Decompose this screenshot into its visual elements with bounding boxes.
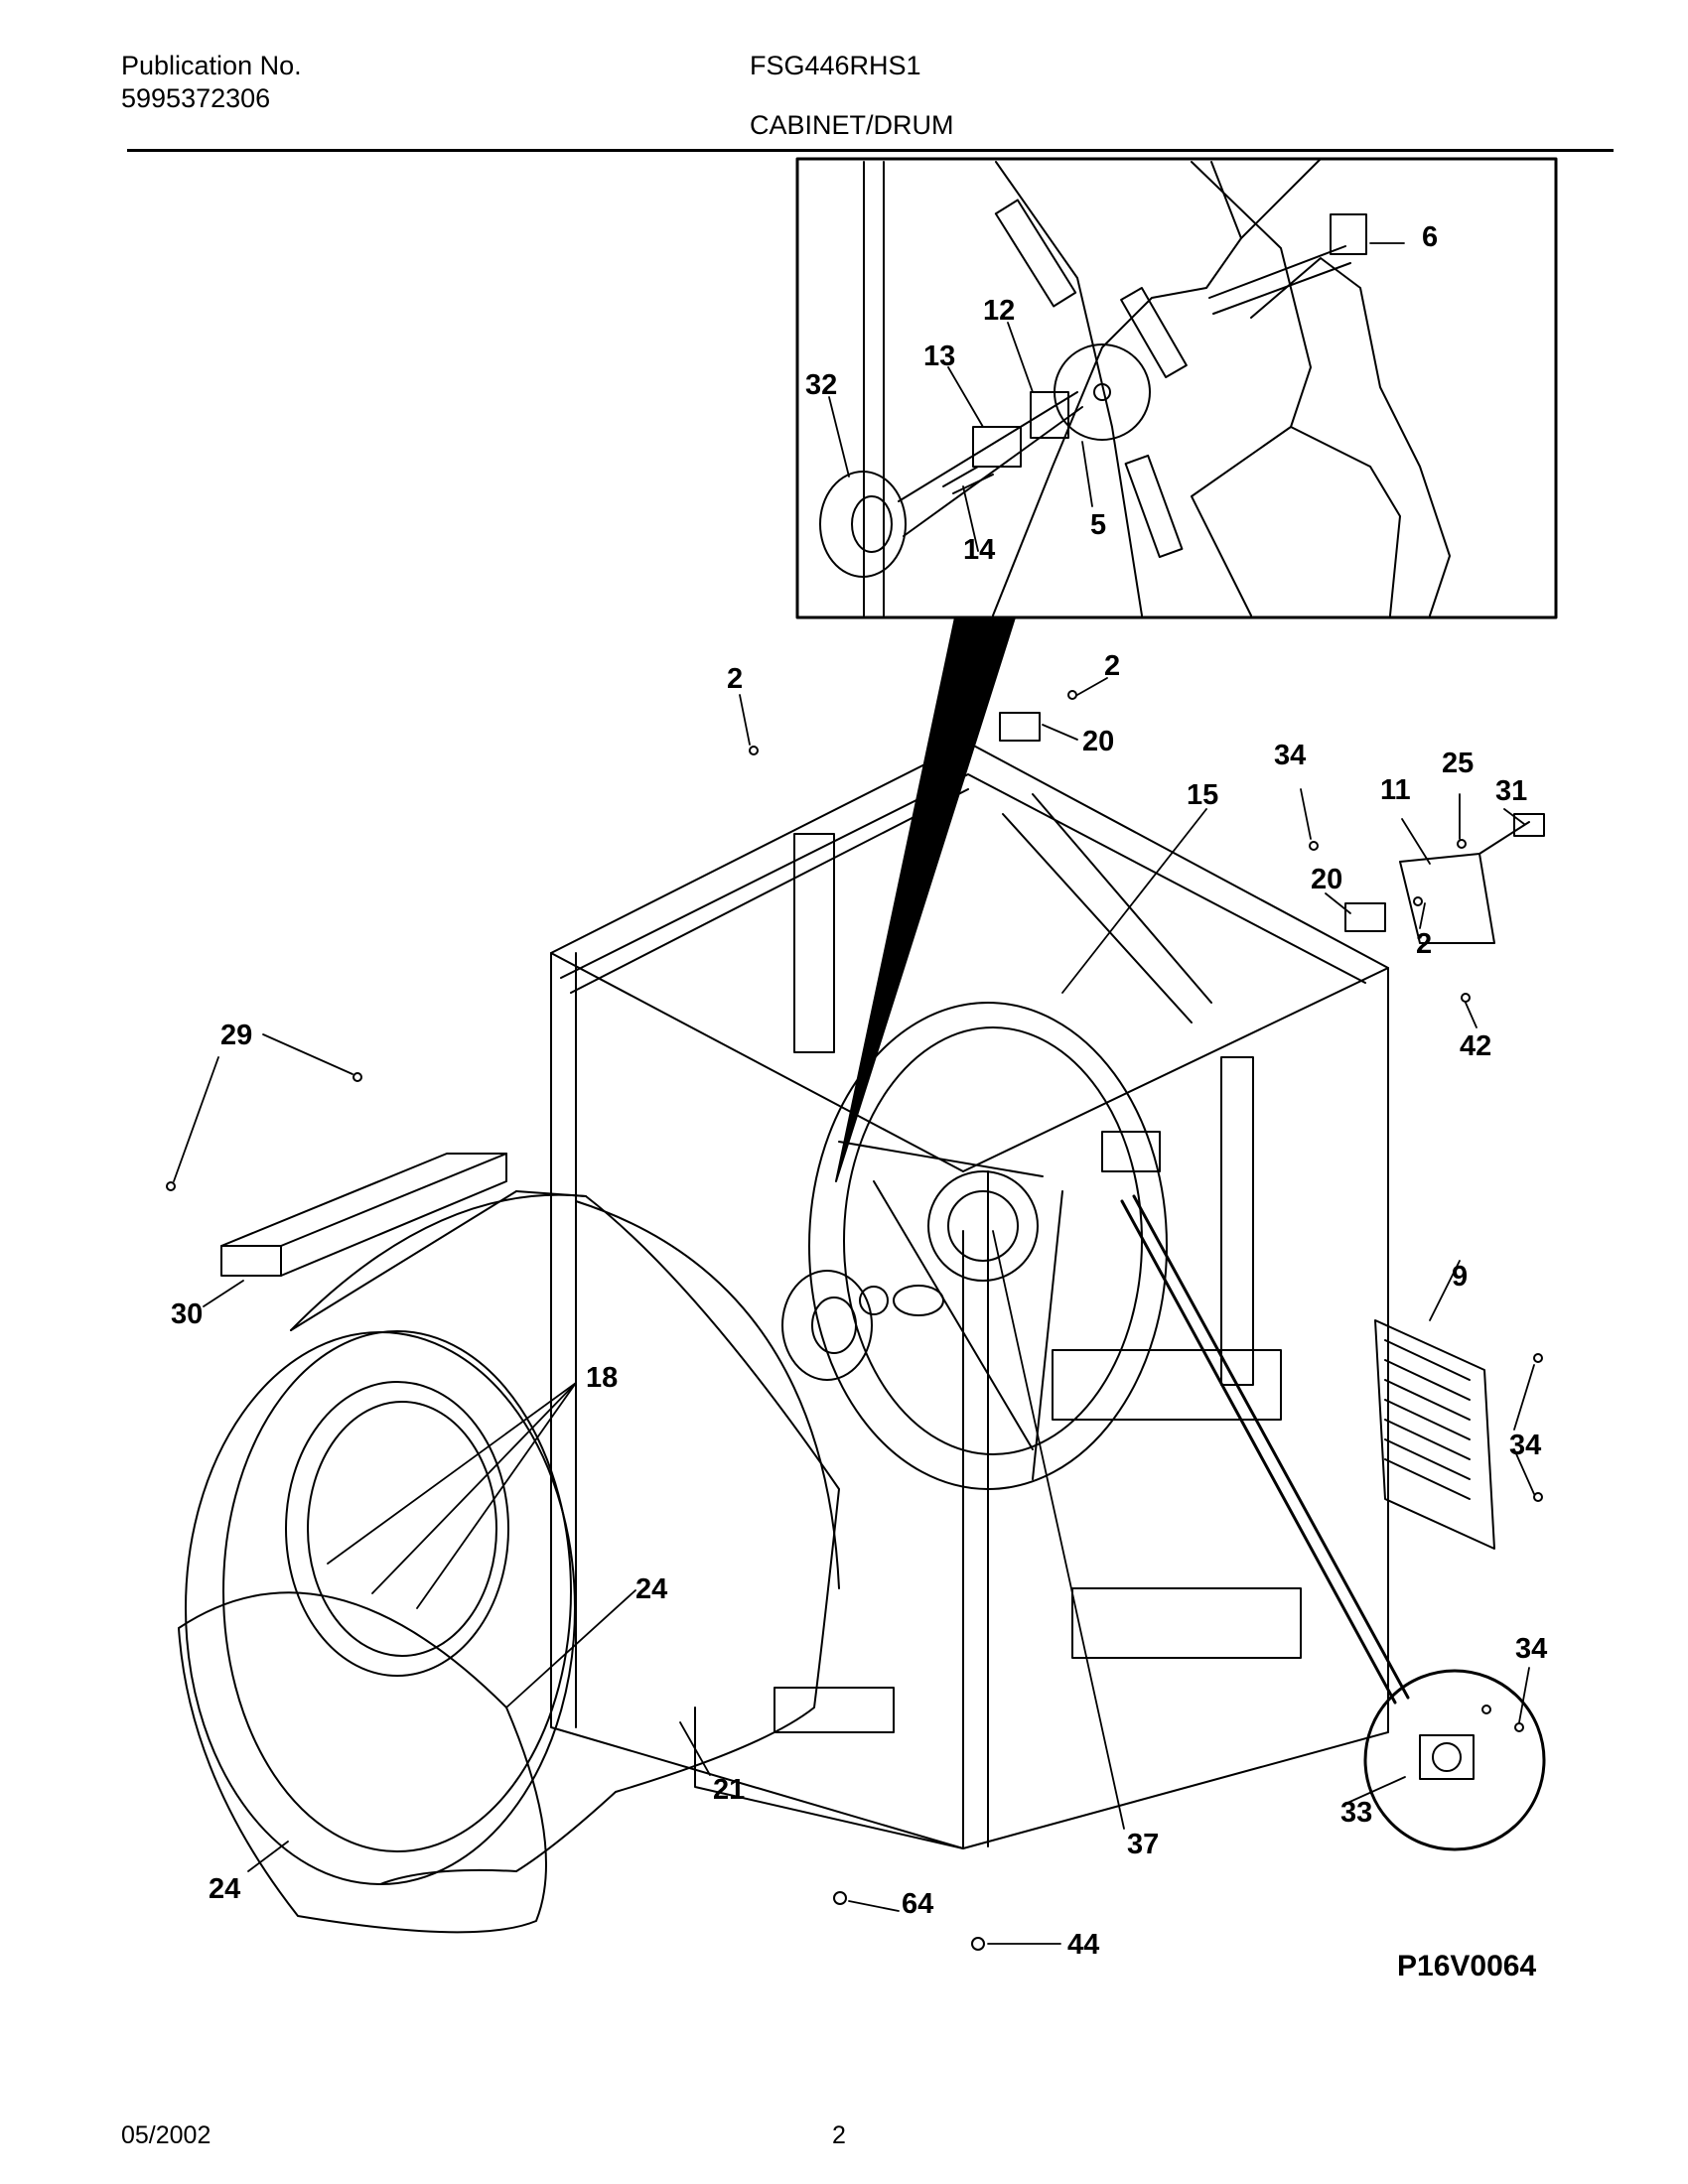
callout-12: 12 [983,295,1015,327]
thermostat-bracket [1399,813,1545,944]
callout-18: 18 [586,1362,618,1394]
leader-lines [173,242,1535,1945]
hinge-bracket-top [999,712,1041,742]
publication-label: Publication No. [121,51,302,80]
callout-11: 11 [1380,774,1411,806]
callout-9: 9 [1452,1261,1468,1293]
callout-2-right: 2 [1416,928,1432,960]
callout-6: 6 [1422,221,1438,253]
rear-bearing [781,1270,889,1381]
callout-32: 32 [805,369,837,401]
inset-detail [795,157,1558,619]
access-panel [1374,1319,1495,1550]
section-title: CABINET/DRUM [750,110,954,140]
hinge-bracket-right [1344,902,1386,932]
rear-bulkhead [808,1002,1168,1490]
callout-34-panel: 34 [1509,1430,1541,1461]
callout-64: 64 [902,1888,933,1920]
screws [166,690,1543,1951]
detail-circle [1120,1194,1546,1851]
callout-37: 37 [1127,1829,1159,1860]
callout-44: 44 [1067,1929,1099,1961]
callout-33: 33 [1340,1797,1372,1829]
callout-2-top: 2 [1104,650,1120,682]
callout-20-top: 20 [1082,726,1114,757]
header-rule [127,149,1614,152]
model-number: FSG446RHS1 [750,51,921,80]
callout-21: 21 [713,1774,745,1806]
callout-34-top: 34 [1274,740,1306,771]
callout-14: 14 [963,534,995,566]
callout-15: 15 [1187,779,1218,811]
diagram-reference: P16V0064 [1397,1950,1536,1982]
callout-20-right: 20 [1311,864,1342,895]
callout-31: 31 [1495,775,1527,807]
callout-25: 25 [1442,748,1474,779]
callouts: 6 12 13 32 5 14 2 2 20 34 25 11 31 15 20… [171,221,1547,1982]
footer-date: 05/2002 [121,2121,211,2149]
callout-42: 42 [1460,1030,1491,1062]
callout-34-detail: 34 [1515,1633,1547,1665]
callout-24-left: 24 [209,1873,240,1905]
callout-13: 13 [923,341,955,372]
callout-30: 30 [171,1298,203,1330]
drum [185,1190,840,1885]
cabinet-frame [550,742,1389,1849]
toe-kick [220,1153,507,1277]
callout-29: 29 [220,1020,252,1051]
drum-front-seal [178,1591,547,1934]
page-number: 2 [832,2121,846,2149]
publication-number: 5995372306 [121,83,271,113]
callout-24-right: 24 [635,1573,667,1605]
callout-2-top-left: 2 [727,663,743,695]
callout-5: 5 [1090,509,1106,541]
